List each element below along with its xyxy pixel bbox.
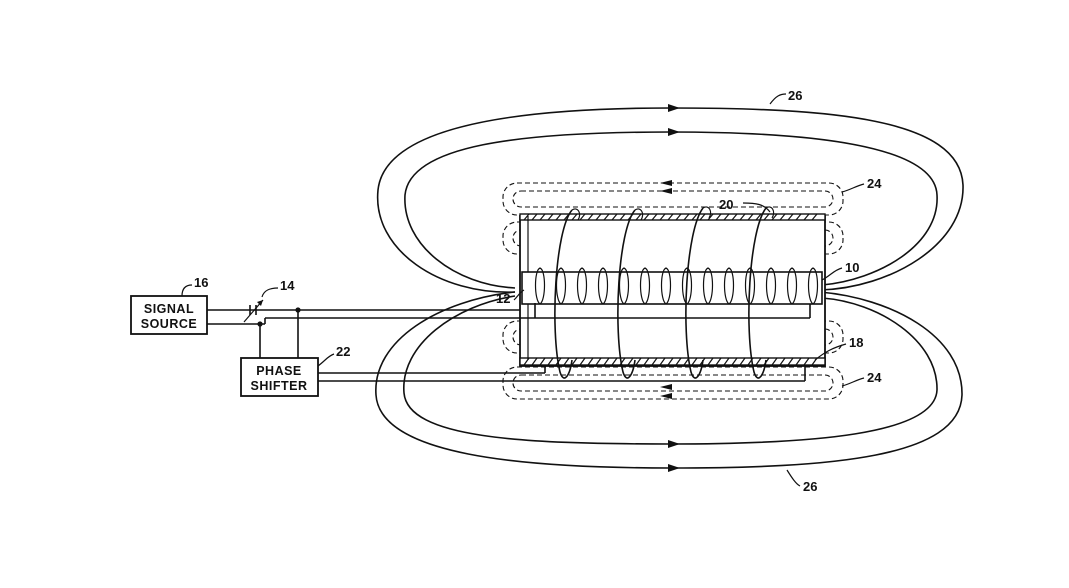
- phase-shifter-line2: SHIFTER: [251, 379, 308, 393]
- signal-source-block: SIGNAL SOURCE: [131, 296, 207, 334]
- ref-14: 14: [280, 278, 295, 293]
- central-rod: [522, 272, 822, 304]
- flux-arrow: [668, 440, 680, 448]
- flux-arrow: [668, 464, 680, 472]
- ref-24-bottom: 24: [867, 370, 882, 385]
- ref-22: 22: [336, 344, 350, 359]
- signal-source-line1: SIGNAL: [144, 302, 194, 316]
- flux-arrow: [668, 104, 680, 112]
- ref-26-top: 26: [788, 88, 802, 103]
- ref-12: 12: [496, 291, 510, 306]
- ref-16: 16: [194, 275, 208, 290]
- ref-26-bottom: 26: [803, 479, 817, 494]
- phase-shifter-line1: PHASE: [256, 364, 302, 378]
- phase-shifter-block: PHASE SHIFTER: [241, 358, 318, 396]
- ref-20: 20: [719, 197, 733, 212]
- signal-source-line2: SOURCE: [141, 317, 197, 331]
- ref-10: 10: [845, 260, 859, 275]
- ref-18: 18: [849, 335, 863, 350]
- flux-arrow: [668, 128, 680, 136]
- ref-24-top: 24: [867, 176, 882, 191]
